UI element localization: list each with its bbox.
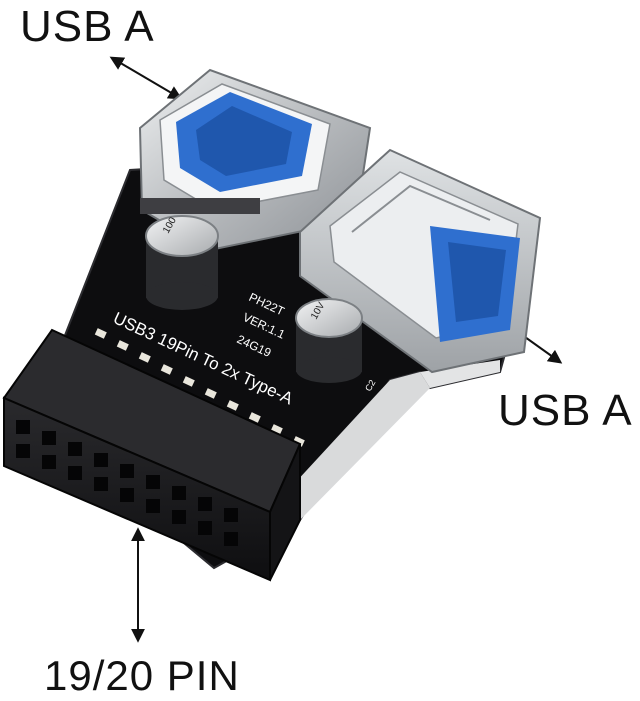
callout-usb-a-right: USB A — [498, 386, 633, 435]
callout-19-20-pin: 19/20 PIN — [44, 652, 240, 699]
pin-header-connector — [2, 328, 302, 582]
pcb-cap-label: C2 — [363, 378, 377, 393]
arrow-usb-a-top — [109, 56, 183, 100]
capacitor-right: 10V — [295, 298, 363, 383]
callout-usb-a-top: USB A — [20, 2, 155, 51]
usb-a-port-upper — [138, 68, 372, 252]
pin-pads-row — [94, 328, 305, 447]
capacitor-left: 100 — [145, 215, 219, 310]
